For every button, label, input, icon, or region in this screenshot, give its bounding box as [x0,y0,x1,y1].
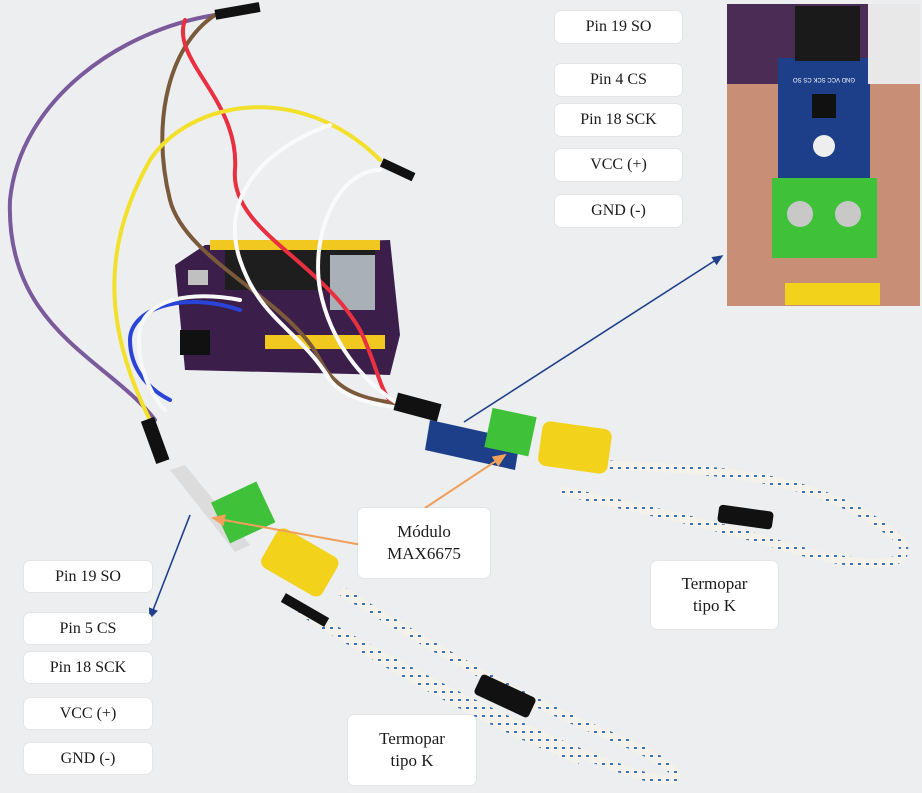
wire-tip [214,2,261,20]
bottom-vcc-label: VCC (+) [24,698,152,729]
module-label-line1: Módulo [397,522,451,541]
inset-closeup-photo: GND VCC SCK CS SO [727,4,920,306]
esp32-board [175,240,400,375]
bottom-gnd-label: GND (-) [24,743,152,774]
thermocouple-bottom-label: Termopar tipo K [348,715,476,785]
thermocouple-bottom-line2: tipo K [390,751,434,770]
module-label-line2: MAX6675 [387,544,461,563]
inset-pin-labels: GND VCC SCK CS SO [793,76,855,82]
top-pin-so-label: Pin 19 SO [555,11,682,43]
thermocouple-cable-bottom [280,586,680,785]
top-gnd-label: GND (-) [555,195,682,227]
top-pin-sck-label: Pin 18 SCK [555,104,682,136]
thermocouple-right-label: Termopar tipo K [651,561,778,629]
wire-tip [379,158,416,182]
bottom-pin-so-label: Pin 19 SO [24,561,152,592]
jumper-wires [7,10,407,422]
arrow-to-inset [463,255,724,423]
top-vcc-label: VCC (+) [555,149,682,181]
arrow-module-right [424,453,507,509]
bottom-pin-cs-label: Pin 5 CS [24,613,152,644]
arrow-to-bottom-pinout [149,514,191,620]
max6675-module-left [140,416,339,597]
thermocouple-bottom-line1: Termopar [379,729,445,748]
bottom-pin-sck-label: Pin 18 SCK [24,652,152,683]
module-label: Módulo MAX6675 [358,508,490,578]
thermocouple-right-line2: tipo K [693,596,736,615]
top-pin-cs-label: Pin 4 CS [555,64,682,96]
thermocouple-cable-right [558,460,909,568]
thermocouple-right-line1: Termopar [681,574,748,593]
arrow-module-left [211,514,363,546]
